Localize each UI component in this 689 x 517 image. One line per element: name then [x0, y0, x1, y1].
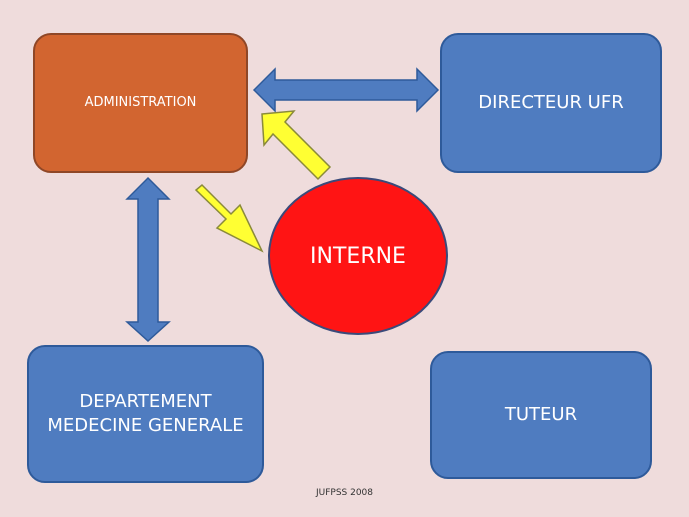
yellow-arrow-interne-to-admin — [261, 110, 332, 181]
departement-box: DEPARTEMENT MEDECINE GENERALE — [27, 345, 264, 483]
administration-label: ADMINISTRATION — [84, 95, 197, 111]
departement-label-line2: MEDECINE GENERALE — [47, 415, 244, 436]
interne-label: INTERNE — [310, 243, 406, 269]
yellow-arrow-admin-to-interne — [194, 183, 264, 253]
administration-box: ADMINISTRATION — [33, 33, 248, 173]
footer-text: JUFPSS 2008 — [315, 488, 374, 498]
tuteur-label: TUTEUR — [504, 403, 578, 425]
departement-label-line1: DEPARTEMENT — [79, 390, 212, 412]
tuteur-box: TUTEUR — [430, 351, 652, 479]
interne-circle: INTERNE — [268, 177, 448, 335]
double-arrow-admin-departement — [125, 176, 171, 343]
directeur-ufr-box: DIRECTEUR UFR — [440, 33, 662, 173]
directeur-ufr-label: DIRECTEUR UFR — [478, 91, 624, 113]
double-arrow-admin-directeur — [252, 67, 440, 113]
